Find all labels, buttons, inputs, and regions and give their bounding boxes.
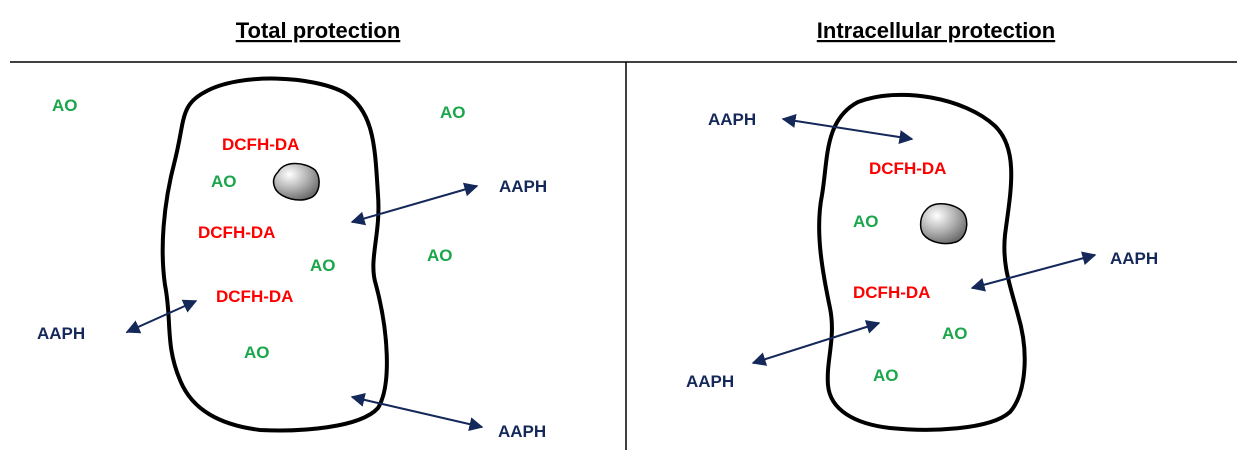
right-dcfh-2: DCFH-DA <box>853 283 930 302</box>
right-aaph-3: AAPH <box>686 372 734 391</box>
left-panel: AO AO AO AO AO AO DCFH-DA DCFH-DA DCFH-D… <box>37 76 547 441</box>
right-ao-2: AO <box>942 324 968 343</box>
left-ao-5: AO <box>427 246 453 265</box>
right-nucleus <box>919 203 968 245</box>
left-aaph-2: AAPH <box>37 324 85 343</box>
left-panel-title: Total protection <box>236 18 401 43</box>
left-aaph-1: AAPH <box>499 177 547 196</box>
left-arrow-1 <box>350 182 479 226</box>
left-ao-6: AO <box>244 343 270 362</box>
left-cell-outline <box>160 76 389 433</box>
right-cell-outline <box>817 92 1027 432</box>
left-dcfh-3: DCFH-DA <box>216 287 293 306</box>
left-nucleus <box>272 162 320 201</box>
right-arrow-2 <box>970 251 1097 292</box>
left-dcfh-2: DCFH-DA <box>198 223 275 242</box>
right-aaph-1: AAPH <box>708 110 756 129</box>
right-panel: AO AO AO DCFH-DA DCFH-DA AAPH AAPH AAPH <box>686 92 1158 432</box>
right-ao-1: AO <box>853 212 879 231</box>
right-arrow-1 <box>781 114 914 144</box>
right-ao-3: AO <box>873 366 899 385</box>
right-panel-title: Intracellular protection <box>817 18 1055 43</box>
left-ao-3: AO <box>211 172 237 191</box>
right-aaph-2: AAPH <box>1110 249 1158 268</box>
left-arrow-3 <box>350 393 484 431</box>
left-ao-4: AO <box>310 256 336 275</box>
right-dcfh-1: DCFH-DA <box>869 159 946 178</box>
left-ao-2: AO <box>440 103 466 122</box>
left-arrow-2 <box>125 299 198 334</box>
left-aaph-3: AAPH <box>498 422 546 441</box>
right-arrow-3 <box>751 320 881 366</box>
left-dcfh-1: DCFH-DA <box>222 135 299 154</box>
left-ao-1: AO <box>52 96 78 115</box>
